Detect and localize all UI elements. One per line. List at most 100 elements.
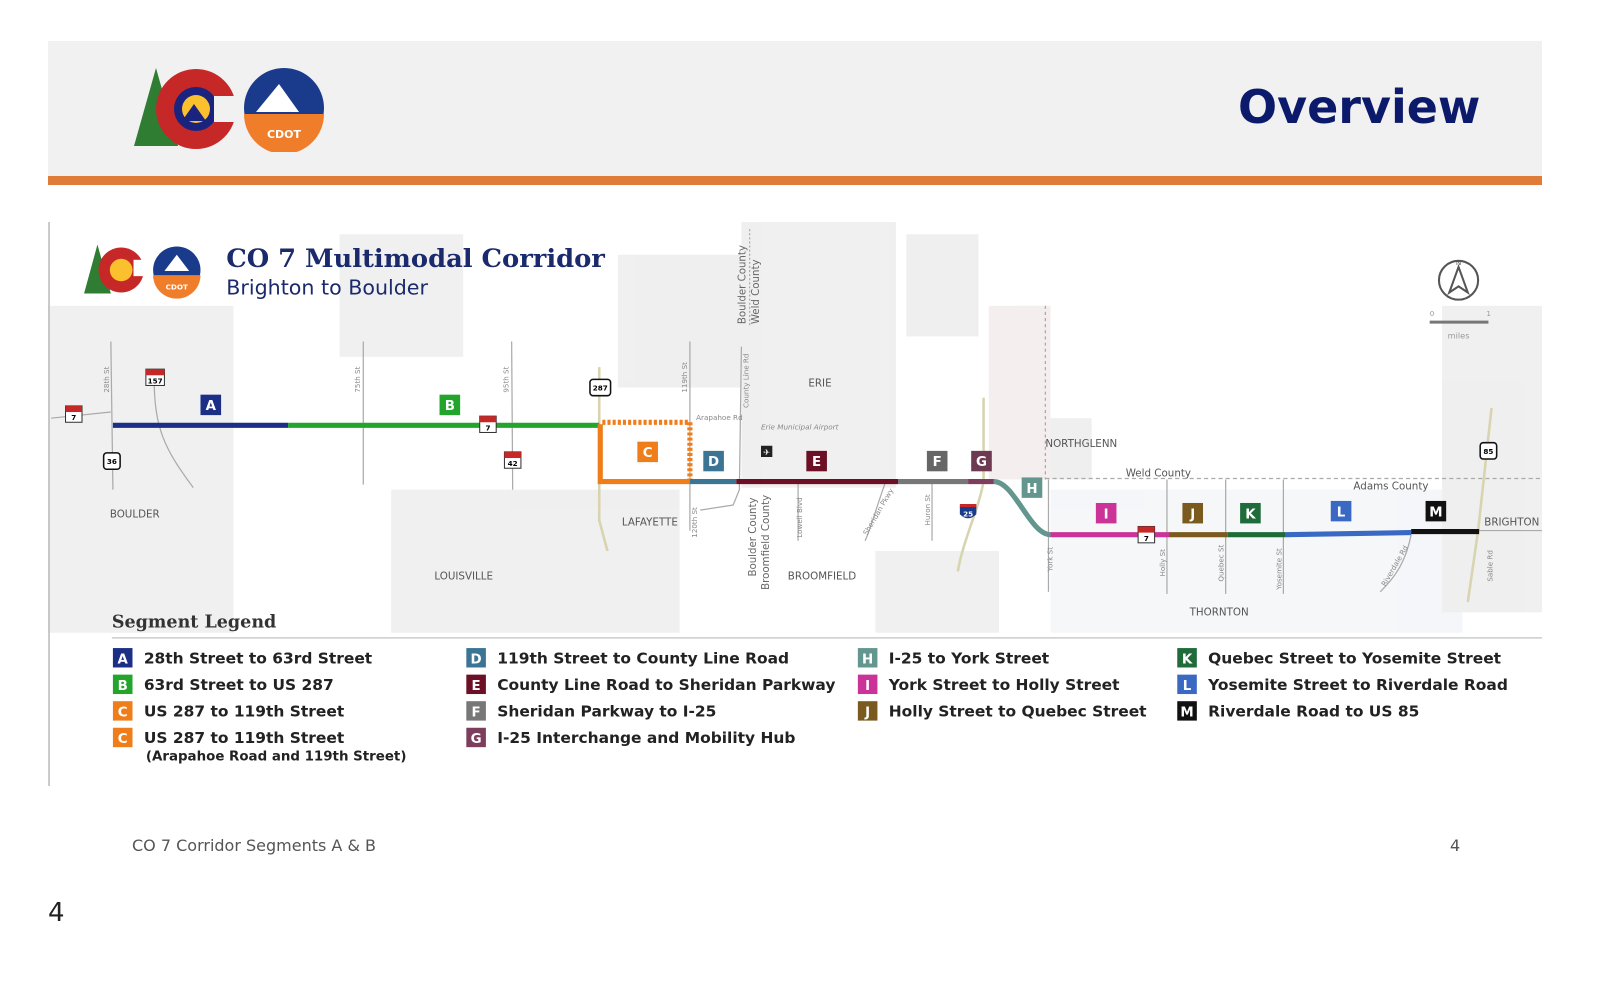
legend-letter: H [862,652,873,667]
segment-h-line[interactable] [993,478,1052,538]
svg-text:A: A [206,399,217,414]
scale-end: 1 [1486,309,1491,318]
segment-badge-k[interactable]: K [1240,502,1261,524]
airport-icon: ✈ [760,445,773,457]
colorado-cdot-logo: CDOT [134,68,324,152]
map-subtitle: Brighton to Boulder [226,276,428,300]
svg-text:E: E [812,455,821,470]
legend-swatch [857,674,878,695]
svg-text:28th St: 28th St [102,366,111,392]
svg-text:157: 157 [148,376,163,385]
svg-text:D: D [708,455,719,470]
segment-badge-m[interactable]: M [1425,500,1447,522]
svg-text:L: L [1337,505,1346,520]
legend-label: US 287 to 119th Street [144,703,344,721]
map-mini-logo: CDOT [84,244,201,299]
svg-text:B: B [445,399,455,414]
svg-text:7: 7 [1144,534,1149,543]
legend-swatch [112,701,133,721]
scale-start: 0 [1430,309,1435,318]
route-shields: 7 157 36 7 42 287 25 7 85 [65,368,1498,544]
legend-label: Sheridan Parkway to I-25 [497,703,716,721]
segment-c-line[interactable] [597,424,690,485]
legend-letter: K [1182,652,1193,667]
svg-text:7: 7 [485,423,490,432]
town-brighton: BRIGHTON [1484,516,1539,528]
svg-text:York St: York St [1046,547,1055,573]
segment-l-line[interactable] [1285,530,1412,538]
legend-label: Riverdale Road to US 85 [1208,703,1419,721]
legend-label: York Street to Holly Street [888,676,1120,694]
svg-text:119th St: 119th St [680,362,689,393]
us36-shield-icon: 36 [102,452,121,471]
svg-text:Quebec St: Quebec St [1217,544,1226,581]
segment-badges: A B C D E F G H I J K L M [200,394,1447,524]
footer-slide-number: 4 [1450,836,1461,855]
segment-badge-j[interactable]: J [1182,502,1204,524]
svg-text:75th St: 75th St [353,366,362,392]
legend-letter: E [472,679,481,694]
scale-unit: miles [1448,331,1470,341]
segment-badge-f[interactable]: F [926,450,948,472]
county-label: Broomfield County [760,495,772,590]
urban-areas [48,222,1542,633]
segment-badge-d[interactable]: D [703,450,724,472]
svg-text:K: K [1245,507,1256,522]
segment-badge-h[interactable]: H [1021,477,1043,498]
legend-label: 63rd Street to US 287 [144,676,334,694]
co42-shield-icon: 42 [503,451,522,469]
segment-badge-e[interactable]: E [806,450,827,472]
north-arrow-icon: N [1437,258,1480,301]
svg-text:J: J [1189,507,1195,522]
legend-label: I-25 to York Street [889,649,1049,667]
mini-logo-text: CDOT [166,282,188,291]
legend-swatch [857,701,878,721]
svg-text:7: 7 [71,413,76,422]
county-label: Boulder County [737,245,749,324]
svg-text:Sable Rd: Sable Rd [1486,550,1495,582]
footer-caption: CO 7 Corridor Segments A & B [132,836,376,855]
header-accent-bar [48,176,1542,185]
segment-badge-b[interactable]: B [439,394,461,416]
segment-badge-g[interactable]: G [971,450,992,472]
segment-badge-l[interactable]: L [1330,500,1352,522]
svg-text:25: 25 [963,509,973,518]
town-thornton: THORNTON [1189,606,1249,618]
map-title: CO 7 Multimodal Corridor [226,244,605,274]
svg-text:Arapahoe Rd: Arapahoe Rd [696,413,743,422]
segment-badge-c[interactable]: C [637,441,658,463]
svg-text:Yosemite St: Yosemite St [1274,548,1283,591]
svg-text:42: 42 [508,459,518,468]
svg-text:C: C [643,446,653,461]
legend-item: K Quebec Street to Yosemite Street [1177,648,1501,668]
segment-badge-i[interactable]: I [1095,502,1117,524]
county-label: Weld County [1126,467,1191,479]
town-northglenn: NORTHGLENN [1045,438,1117,450]
segment-badge-a[interactable]: A [200,394,222,416]
town-louisville: LOUISVILLE [434,571,493,583]
i25-shield-icon: 25 [959,504,977,519]
legend-label: 119th Street to County Line Road [497,649,789,667]
segment-c-alt-line[interactable] [602,419,693,480]
town-erie: ERIE [808,378,831,390]
county-label: Adams County [1353,481,1428,493]
legend-letter: L [1183,679,1192,694]
legend-letter: C [118,732,128,747]
legend-label: Holly Street to Quebec Street [889,703,1147,721]
co7-shield-icon: 7 [479,415,497,433]
svg-text:✈: ✈ [763,447,770,457]
svg-text:I: I [1104,507,1109,522]
us85-shield-icon: 85 [1479,441,1498,460]
page-title: Overview [1238,80,1481,134]
legend-title: Segment Legend [112,613,276,633]
legend-label: Quebec Street to Yosemite Street [1208,649,1501,667]
legend-swatch [857,648,878,668]
svg-text:F: F [933,455,942,470]
